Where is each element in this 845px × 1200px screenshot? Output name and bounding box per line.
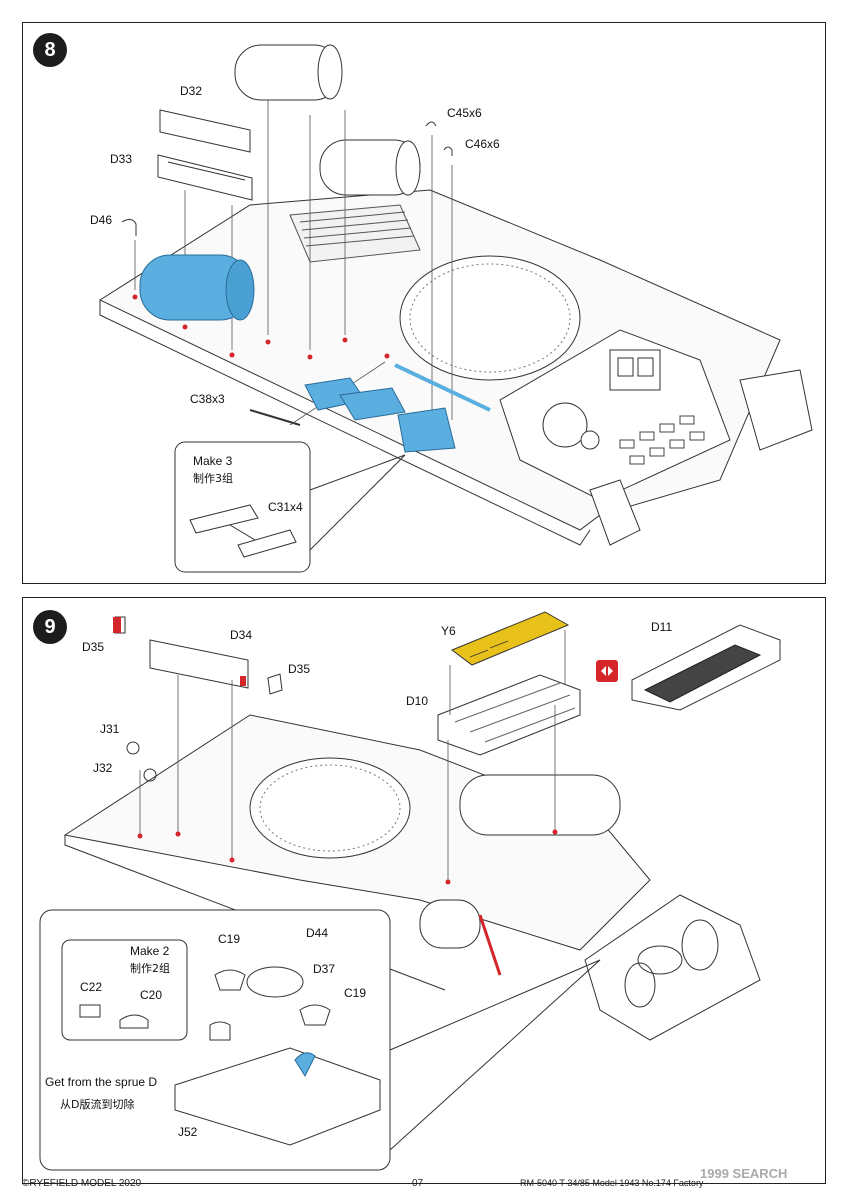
step8-fuel-tank-rear <box>319 139 421 196</box>
c38-part <box>249 409 301 426</box>
step8-blue-rod <box>394 363 491 412</box>
d32-part <box>159 109 251 153</box>
step8-front-plate <box>499 329 731 501</box>
d10-part <box>437 674 581 756</box>
step8-make-label: Make 3 <box>193 454 233 468</box>
d34-part <box>149 639 249 689</box>
step-8-number: 8 <box>33 33 67 67</box>
c31-bracket-3 <box>397 407 456 453</box>
d33-part <box>157 154 253 201</box>
j32-label: J32 <box>93 761 113 775</box>
footer-model: RM-5040 T-34/85 Model 1943 No.174 Factor… <box>520 1178 704 1188</box>
d11-label: D11 <box>651 620 673 634</box>
step9-red-edge <box>478 914 502 976</box>
c20-label: C20 <box>140 988 163 1002</box>
j31-part <box>126 741 140 755</box>
c19-label-right: C19 <box>344 986 367 1000</box>
d32-label: D32 <box>180 84 203 98</box>
c38-label: C38x3 <box>190 392 225 406</box>
d10-label: D10 <box>406 694 429 708</box>
d33-label: D33 <box>110 152 133 166</box>
y6-part <box>450 611 570 666</box>
step-9-number: 9 <box>33 610 67 644</box>
d34-label: D34 <box>230 628 253 642</box>
footer-copyright: ©RYEFIELD MODEL 2020 <box>22 1178 142 1189</box>
j52-part <box>174 1047 381 1146</box>
d46-label: D46 <box>90 213 113 227</box>
step8-attach-points <box>132 294 390 360</box>
c46-label: C46x6 <box>465 137 500 151</box>
d35-label-right: D35 <box>288 662 311 676</box>
d46-part <box>121 218 137 236</box>
c45-part <box>425 121 437 127</box>
step8-fuel-tank-top <box>234 44 343 101</box>
c31-bracket-2 <box>339 387 406 421</box>
c46-part <box>443 146 453 156</box>
d37-label: D37 <box>313 962 336 976</box>
d35-label-left: D35 <box>82 640 105 654</box>
footer-watermark: 1999 SEARCH <box>700 1166 788 1181</box>
step-9-panel <box>22 597 826 1184</box>
c45-label: C45x6 <box>447 106 482 120</box>
c31-label: C31x4 <box>268 500 303 514</box>
c22-label: C22 <box>80 980 103 994</box>
y6-label: Y6 <box>441 624 456 638</box>
sprue-note-cn: 从D版流到切除 <box>60 1098 135 1111</box>
footer-page-number: 07 <box>412 1178 424 1189</box>
step8-turret-ring <box>399 255 581 381</box>
j52-label: J52 <box>178 1125 198 1139</box>
step8-make-cn-label: 制作3组 <box>193 472 233 485</box>
j31-label: J31 <box>100 722 120 736</box>
sprue-note: Get from the sprue D <box>45 1075 158 1089</box>
d44-label: D44 <box>306 926 329 940</box>
step9-rear-plate <box>584 894 761 1041</box>
swap-icon <box>596 660 618 682</box>
step9-make-cn-label: 制作2组 <box>130 962 170 975</box>
step9-make-label: Make 2 <box>130 944 170 958</box>
c19-label-left: C19 <box>218 932 241 946</box>
j32-part <box>143 768 157 782</box>
step8-hull-side <box>99 300 591 546</box>
step8-blue-parts <box>139 254 491 453</box>
step8-engine-deck <box>289 204 421 263</box>
step9-turret-ring <box>249 757 411 859</box>
